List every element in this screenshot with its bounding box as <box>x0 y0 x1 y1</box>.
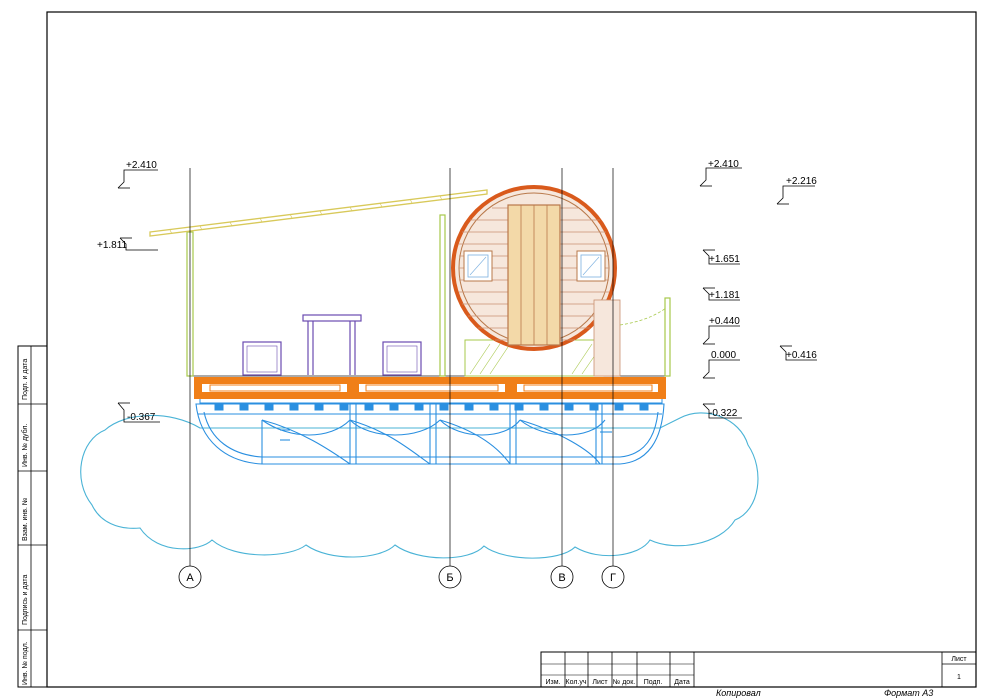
axis-marker-v: В <box>550 565 574 589</box>
level-a-roof: +1.811 <box>97 240 128 251</box>
title-block <box>540 651 977 688</box>
tb-col-data: Дата <box>674 679 690 686</box>
tb-sheet-label: Лист <box>951 656 967 663</box>
roof-hatch <box>169 195 443 235</box>
axis-label-g: Г <box>610 572 616 584</box>
tb-col-kolich: Кол.уч <box>566 679 587 686</box>
axis-label-v: В <box>558 572 565 584</box>
side-label-dubl: Инв. № дубл. <box>21 424 29 467</box>
axis-label-b: Б <box>446 572 453 584</box>
axis-label-a: А <box>186 572 194 584</box>
level-r-1181: +1.181 <box>709 290 740 301</box>
tb-col-list: Лист <box>592 679 608 686</box>
deck-joists <box>199 397 663 411</box>
tb-col-podp: Подп. <box>644 679 663 686</box>
furniture <box>242 314 422 376</box>
water-outline <box>80 412 759 559</box>
tb-col-ndok: № док. <box>613 679 635 686</box>
side-stamp: Инв. № подл. Подпись и дата Взам. инв. №… <box>17 345 48 688</box>
level-r-0000: 0.000 <box>711 350 736 361</box>
level-r-0440: +0.440 <box>709 316 740 327</box>
level-a-top: +2.410 <box>126 160 157 171</box>
axis-marker-b: Б <box>438 565 462 589</box>
level-r-1651: +1.651 <box>709 254 740 265</box>
level-r-top: +2.410 <box>708 159 739 170</box>
tb-col-izm: Изм. <box>546 679 561 686</box>
side-label-inv-podl: Инв. № подл. <box>22 641 29 685</box>
pontoon <box>195 403 665 465</box>
axis-marker-g: Г <box>601 565 625 589</box>
axis-lines <box>189 168 614 566</box>
axis-marker-a: А <box>178 565 202 589</box>
level-marks <box>117 167 817 423</box>
side-label-vzam: Взам. инв. № <box>22 498 29 541</box>
level-r-2216: +2.216 <box>786 176 817 187</box>
level-r-0416: +0.416 <box>786 350 817 361</box>
tb-sheet-number: 1 <box>957 674 961 681</box>
footer-format: Формат А3 <box>884 688 933 698</box>
side-label-podpis: Подпись и дата <box>22 575 29 625</box>
level-a-float: -0.367 <box>127 412 156 423</box>
level-r-0322: -0.322 <box>709 408 738 419</box>
deck-frame <box>194 377 666 399</box>
footer-copied: Копировал <box>716 688 761 698</box>
canopy-roof <box>149 189 488 237</box>
side-label-podp: Подп. и дата <box>22 359 29 400</box>
barrel-sauna <box>451 185 667 377</box>
